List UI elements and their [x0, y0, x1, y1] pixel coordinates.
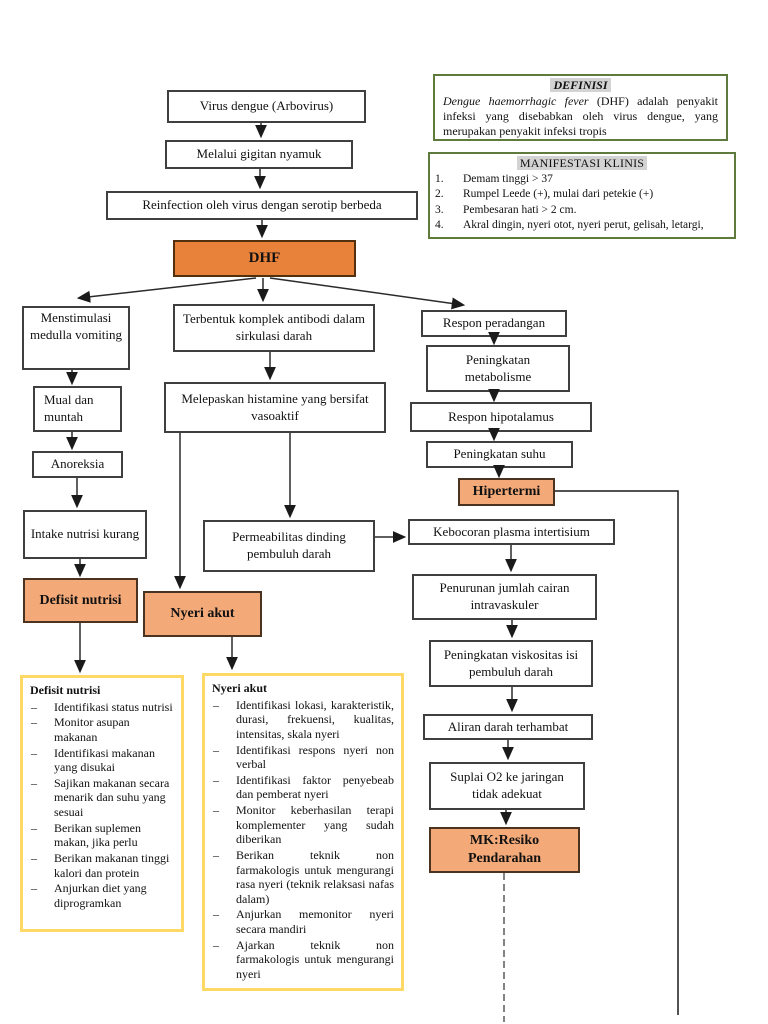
manifestasi-list: 1.Demam tinggi > 37 2.Rumpel Leede (+), … — [435, 172, 729, 233]
list-item: Identifikasi respons nyeri non verbal — [210, 743, 394, 772]
flow-box-dhf: DHF — [173, 240, 356, 277]
manifestasi-item: 2.Rumpel Leede (+), mulai dari petekie (… — [435, 188, 654, 201]
flow-box-mual-muntah: Mual dan muntah — [33, 386, 122, 432]
flow-box-melepaskan-histamine: Melepaskan histamine yang bersifat vasoa… — [164, 382, 386, 433]
list-item: Berikan teknik non farmakologis untuk me… — [210, 848, 394, 907]
list-item: Anjurkan memonitor nyeri secara mandiri — [210, 907, 394, 936]
list-item: Identifikasi status nutrisi — [28, 700, 174, 715]
manifestasi-item: 4.Akral dingin, nyeri otot, nyeri perut,… — [435, 219, 704, 232]
flow-box-defisit-nutrisi: Defisit nutrisi — [23, 578, 138, 623]
list-item: Ajarkan teknik non farmakologis untuk me… — [210, 938, 394, 982]
flow-box-penurunan-cairan: Penurunan jumlah cairan intravaskuler — [412, 574, 597, 620]
flow-box-respon-hipotalamus: Respon hipotalamus — [410, 402, 592, 432]
definisi-box: DEFINISI Dengue haemorrhagic fever (DHF)… — [433, 74, 728, 141]
list-item: Monitor keberhasilan terapi komplementer… — [210, 803, 394, 847]
manifestasi-item: 1.Demam tinggi > 37 — [435, 173, 553, 185]
flow-box-reinfection: Reinfection oleh virus dengan serotip be… — [106, 191, 418, 220]
flow-box-peningkatan-metabolisme: Peningkatan metabolisme — [426, 345, 570, 392]
list-item: Berikan makanan tinggi kalori dan protei… — [28, 851, 174, 880]
flow-box-kebocoran-plasma: Kebocoran plasma intertisium — [408, 519, 615, 545]
manifestasi-box: MANIFESTASI KLINIS 1.Demam tinggi > 37 2… — [428, 152, 736, 239]
defisit-nutrisi-detail-box: Defisit nutrisi Identifikasi status nutr… — [20, 675, 184, 932]
flow-box-hipertermi: Hipertermi — [458, 478, 555, 506]
list-item: Monitor asupan makanan — [28, 715, 174, 744]
manifestasi-title: MANIFESTASI KLINIS — [435, 156, 729, 171]
flow-box-intake-nutrisi: Intake nutrisi kurang — [23, 510, 147, 559]
nyeri-detail-title: Nyeri akut — [212, 681, 267, 695]
flow-box-permeabilitas: Permeabilitas dinding pembuluh darah — [203, 520, 375, 572]
list-item: Identifikasi makanan yang disukai — [28, 746, 174, 775]
flow-box-terbentuk-komplek: Terbentuk komplek antibodi dalam sirkula… — [173, 304, 375, 352]
nyeri-akut-detail-box: Nyeri akut Identifikasi lokasi, karakter… — [202, 673, 404, 991]
list-item: Sajikan makanan secara menarik dan suhu … — [28, 776, 174, 820]
flow-box-virus-dengue: Virus dengue (Arbovirus) — [167, 90, 366, 123]
defisit-detail-title: Defisit nutrisi — [30, 683, 101, 697]
defisit-detail-list: Identifikasi status nutrisi Monitor asup… — [28, 700, 174, 911]
flow-box-suplai-o2: Suplai O2 ke jaringan tidak adekuat — [429, 762, 585, 810]
manifestasi-item: 3.Pembesaran hati > 2 cm. — [435, 203, 577, 216]
flow-box-mk-resiko-pendarahan: MK:Resiko Pendarahan — [429, 827, 580, 873]
nyeri-detail-list: Identifikasi lokasi, karakteristik, dura… — [210, 698, 394, 982]
flow-box-nyeri-akut: Nyeri akut — [143, 591, 262, 637]
flow-box-gigitan-nyamuk: Melalui gigitan nyamuk — [165, 140, 353, 169]
flow-box-respon-peradangan: Respon peradangan — [421, 310, 567, 337]
list-item: Identifikasi faktor penyebeab dan pember… — [210, 773, 394, 802]
flow-box-anoreksia: Anoreksia — [32, 451, 123, 478]
list-item: Anjurkan diet yang diprogramkan — [28, 881, 174, 910]
list-item: Identifikasi lokasi, karakteristik, dura… — [210, 698, 394, 742]
flow-box-aliran-darah: Aliran darah terhambat — [423, 714, 593, 740]
definisi-body: Dengue haemorrhagic fever (DHF) adalah p… — [443, 94, 718, 138]
definisi-title: DEFINISI — [443, 78, 718, 93]
flow-box-viskositas: Peningkatan viskositas isi pembuluh dara… — [429, 640, 593, 687]
list-item: Berikan suplemen makan, jika perlu — [28, 821, 174, 850]
flow-box-peningkatan-suhu: Peningkatan suhu — [426, 441, 573, 468]
flow-box-menstimulasi: Menstimulasi medulla vomiting — [22, 306, 130, 370]
